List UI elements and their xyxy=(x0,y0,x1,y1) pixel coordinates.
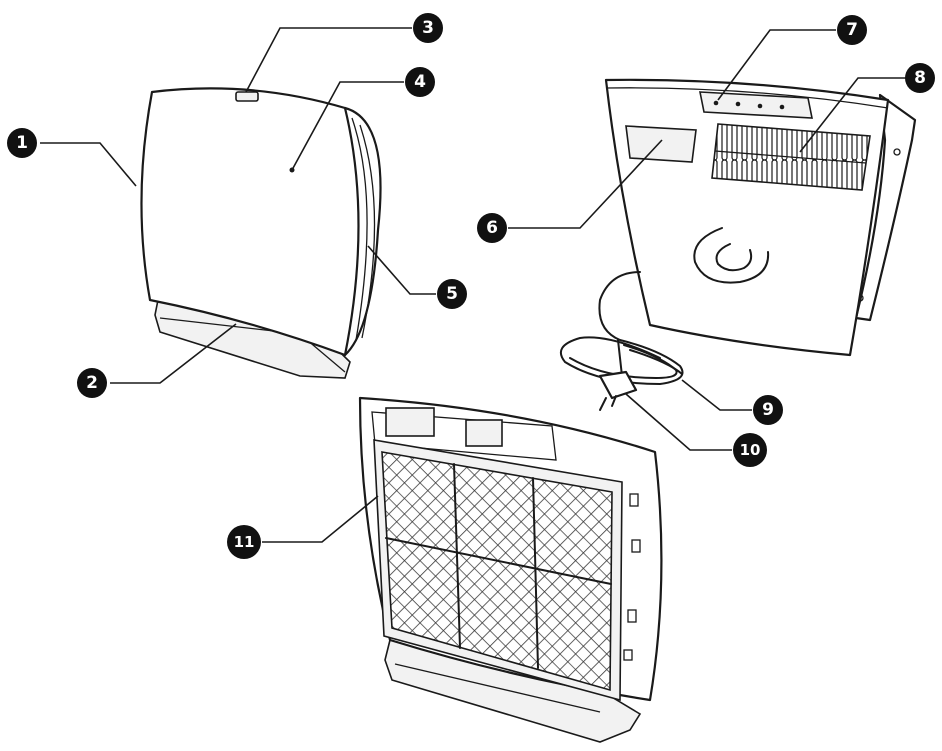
leader-11 xyxy=(262,495,379,543)
rear-panel xyxy=(604,78,890,357)
leader-8 xyxy=(799,77,906,153)
callout-10: 10 xyxy=(733,433,767,467)
handle-recess xyxy=(625,125,697,163)
open-unit-with-filter xyxy=(358,396,663,743)
front-view-unit xyxy=(140,87,382,379)
callout-7: 7 xyxy=(837,15,867,45)
leader-9 xyxy=(681,379,752,411)
callout-3: 3 xyxy=(413,13,443,43)
callout-10-label: 10 xyxy=(740,441,761,459)
callout-6: 6 xyxy=(477,213,507,243)
swirl-emblem xyxy=(693,227,770,284)
top-button xyxy=(235,91,259,102)
callout-1-label: 1 xyxy=(16,133,28,153)
leader-6 xyxy=(508,139,663,229)
leader-4 xyxy=(291,81,404,171)
control-panel xyxy=(699,91,813,119)
callout-6-label: 6 xyxy=(486,218,498,238)
callout-9-label: 9 xyxy=(762,400,774,420)
callout-2-label: 2 xyxy=(86,373,98,393)
leader-7 xyxy=(717,29,836,101)
rear-view-unit xyxy=(604,78,917,357)
callout-7-label: 7 xyxy=(846,20,858,40)
callout-5-label: 5 xyxy=(446,284,458,304)
leader-10 xyxy=(625,393,732,451)
callout-5: 5 xyxy=(437,279,467,309)
callout-11-label: 11 xyxy=(234,533,255,551)
leader-5 xyxy=(367,245,436,295)
filter-mesh xyxy=(381,451,613,692)
front-panel xyxy=(140,87,360,357)
callout-4: 4 xyxy=(405,67,435,97)
callout-8-label: 8 xyxy=(914,68,926,88)
leader-2 xyxy=(110,323,237,384)
leader-3 xyxy=(245,27,412,93)
power-plug xyxy=(598,370,638,411)
callout-11: 11 xyxy=(227,525,261,559)
callout-3-label: 3 xyxy=(422,18,434,38)
callout-9: 9 xyxy=(753,395,783,425)
leader-lines xyxy=(40,27,906,543)
callout-4-label: 4 xyxy=(414,72,426,92)
callout-1: 1 xyxy=(7,128,37,158)
callout-2: 2 xyxy=(77,368,107,398)
leader-1 xyxy=(40,142,137,187)
power-cord xyxy=(560,271,684,411)
callout-8: 8 xyxy=(905,63,935,93)
